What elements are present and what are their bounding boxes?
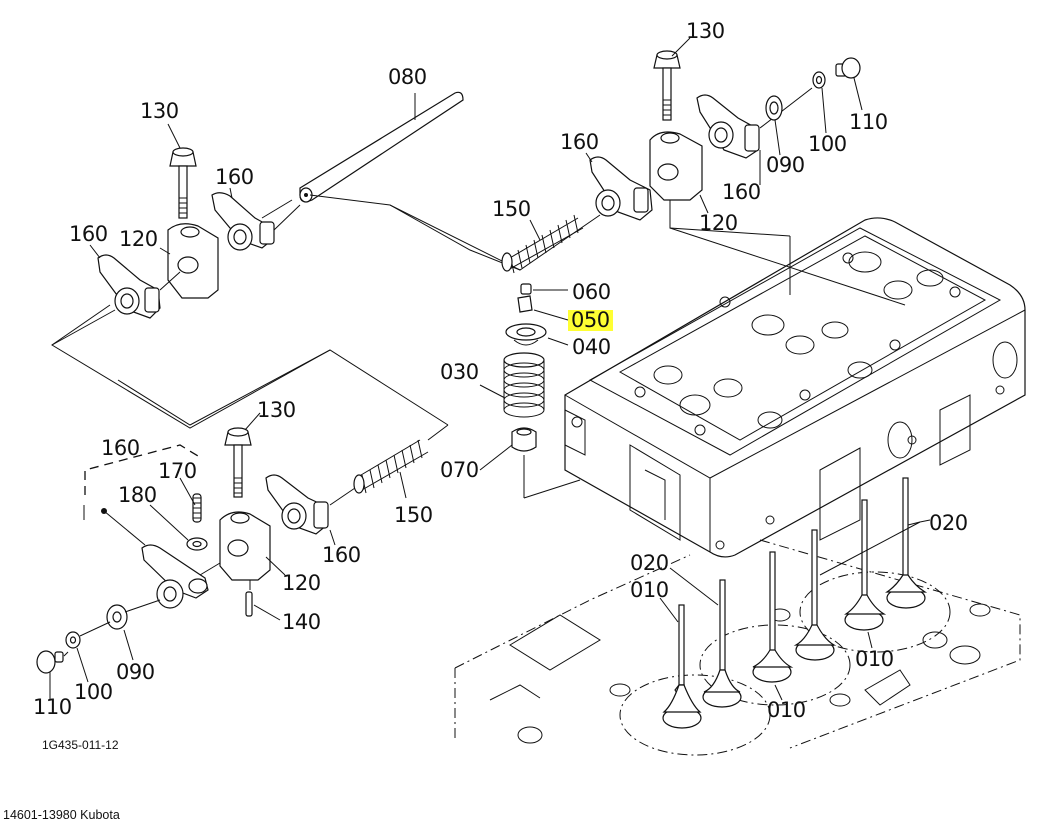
valve-3 [752,551,794,683]
callout-120[interactable]: 120 [119,227,158,251]
spring-150-a [501,214,584,274]
frame-outline-upper-left [51,304,331,429]
callout-180[interactable]: 180 [118,483,157,507]
callout-090[interactable]: 090 [766,153,805,177]
callout-020[interactable]: 020 [630,551,669,575]
valve-2 [702,579,742,708]
callout-010[interactable]: 010 [767,698,806,722]
callout-010[interactable]: 010 [630,578,669,602]
callout-150[interactable]: 150 [492,197,531,221]
callout-070[interactable]: 070 [440,458,479,482]
valve-cap-060 [520,283,568,295]
bolt-130-c [224,412,261,498]
valve-5 [844,499,887,631]
rocker-arm-160-d [696,87,813,159]
rocker-arm-160-e [141,544,226,609]
callout-080[interactable]: 080 [388,65,427,89]
rocker-arm-160-c [589,156,653,221]
callout-130[interactable]: 130 [686,19,725,43]
head-gasket [454,539,1021,756]
callout-130[interactable]: 130 [257,398,296,422]
adjusting-screw-170 [179,477,202,523]
valve-6 [885,477,928,609]
callout-100[interactable]: 100 [808,132,847,156]
callout-160[interactable]: 160 [722,180,761,204]
rocker-shaft-080 [299,91,464,203]
valve-spring-030 [479,352,545,418]
callout-120[interactable]: 120 [699,211,738,235]
lock-nut-180 [149,504,208,551]
callout-060[interactable]: 060 [572,280,611,304]
callout-010[interactable]: 010 [855,647,894,671]
stem-seal-070 [479,427,581,499]
callout-150[interactable]: 150 [394,503,433,527]
part-caption: 14601-13980 Kubota [3,808,120,822]
washer-100-a [812,71,826,89]
rocker-arm-160-b [51,254,181,346]
callout-030[interactable]: 030 [440,360,479,384]
callout-020[interactable]: 020 [929,511,968,535]
callout-040[interactable]: 040 [572,335,611,359]
callout-140[interactable]: 140 [282,610,321,634]
bolt-130-b [653,50,681,121]
cylinder-head [564,217,1026,558]
callout-110[interactable]: 110 [849,110,888,134]
plug-110-b [36,650,69,700]
valve-1 [662,604,702,729]
frame-outline-lower-left [117,349,449,426]
washer-090-b [106,599,161,661]
callout-160[interactable]: 160 [215,165,254,189]
rocker-bracket-120-c [219,511,286,590]
washer-100-b [65,621,111,683]
callout-130[interactable]: 130 [140,99,179,123]
rocker-arm-160-a [211,192,301,251]
plug-110-a [835,57,861,79]
valve-keeper-050 [517,295,569,321]
rocker-bracket-120-a [167,223,219,299]
figure-code: 1G435-011-12 [42,738,119,752]
rocker-arm-160-f [265,474,356,546]
washer-090-a [765,95,783,121]
callout-170[interactable]: 170 [158,459,197,483]
callout-110[interactable]: 110 [33,695,72,719]
callout-050-highlighted[interactable]: 050 [568,310,613,331]
spring-150-b [353,424,449,499]
callout-160[interactable]: 160 [69,222,108,246]
callout-160-group[interactable]: 160 [101,436,140,460]
callout-160[interactable]: 160 [322,543,361,567]
leader-frame [261,199,293,219]
spring-retainer-040 [505,323,569,346]
valve-4 [793,529,837,661]
pin-140 [245,591,281,621]
callout-160[interactable]: 160 [560,130,599,154]
callout-090[interactable]: 090 [116,660,155,684]
callout-100[interactable]: 100 [74,680,113,704]
bolt-130-a [169,147,197,219]
callout-120[interactable]: 120 [282,571,321,595]
